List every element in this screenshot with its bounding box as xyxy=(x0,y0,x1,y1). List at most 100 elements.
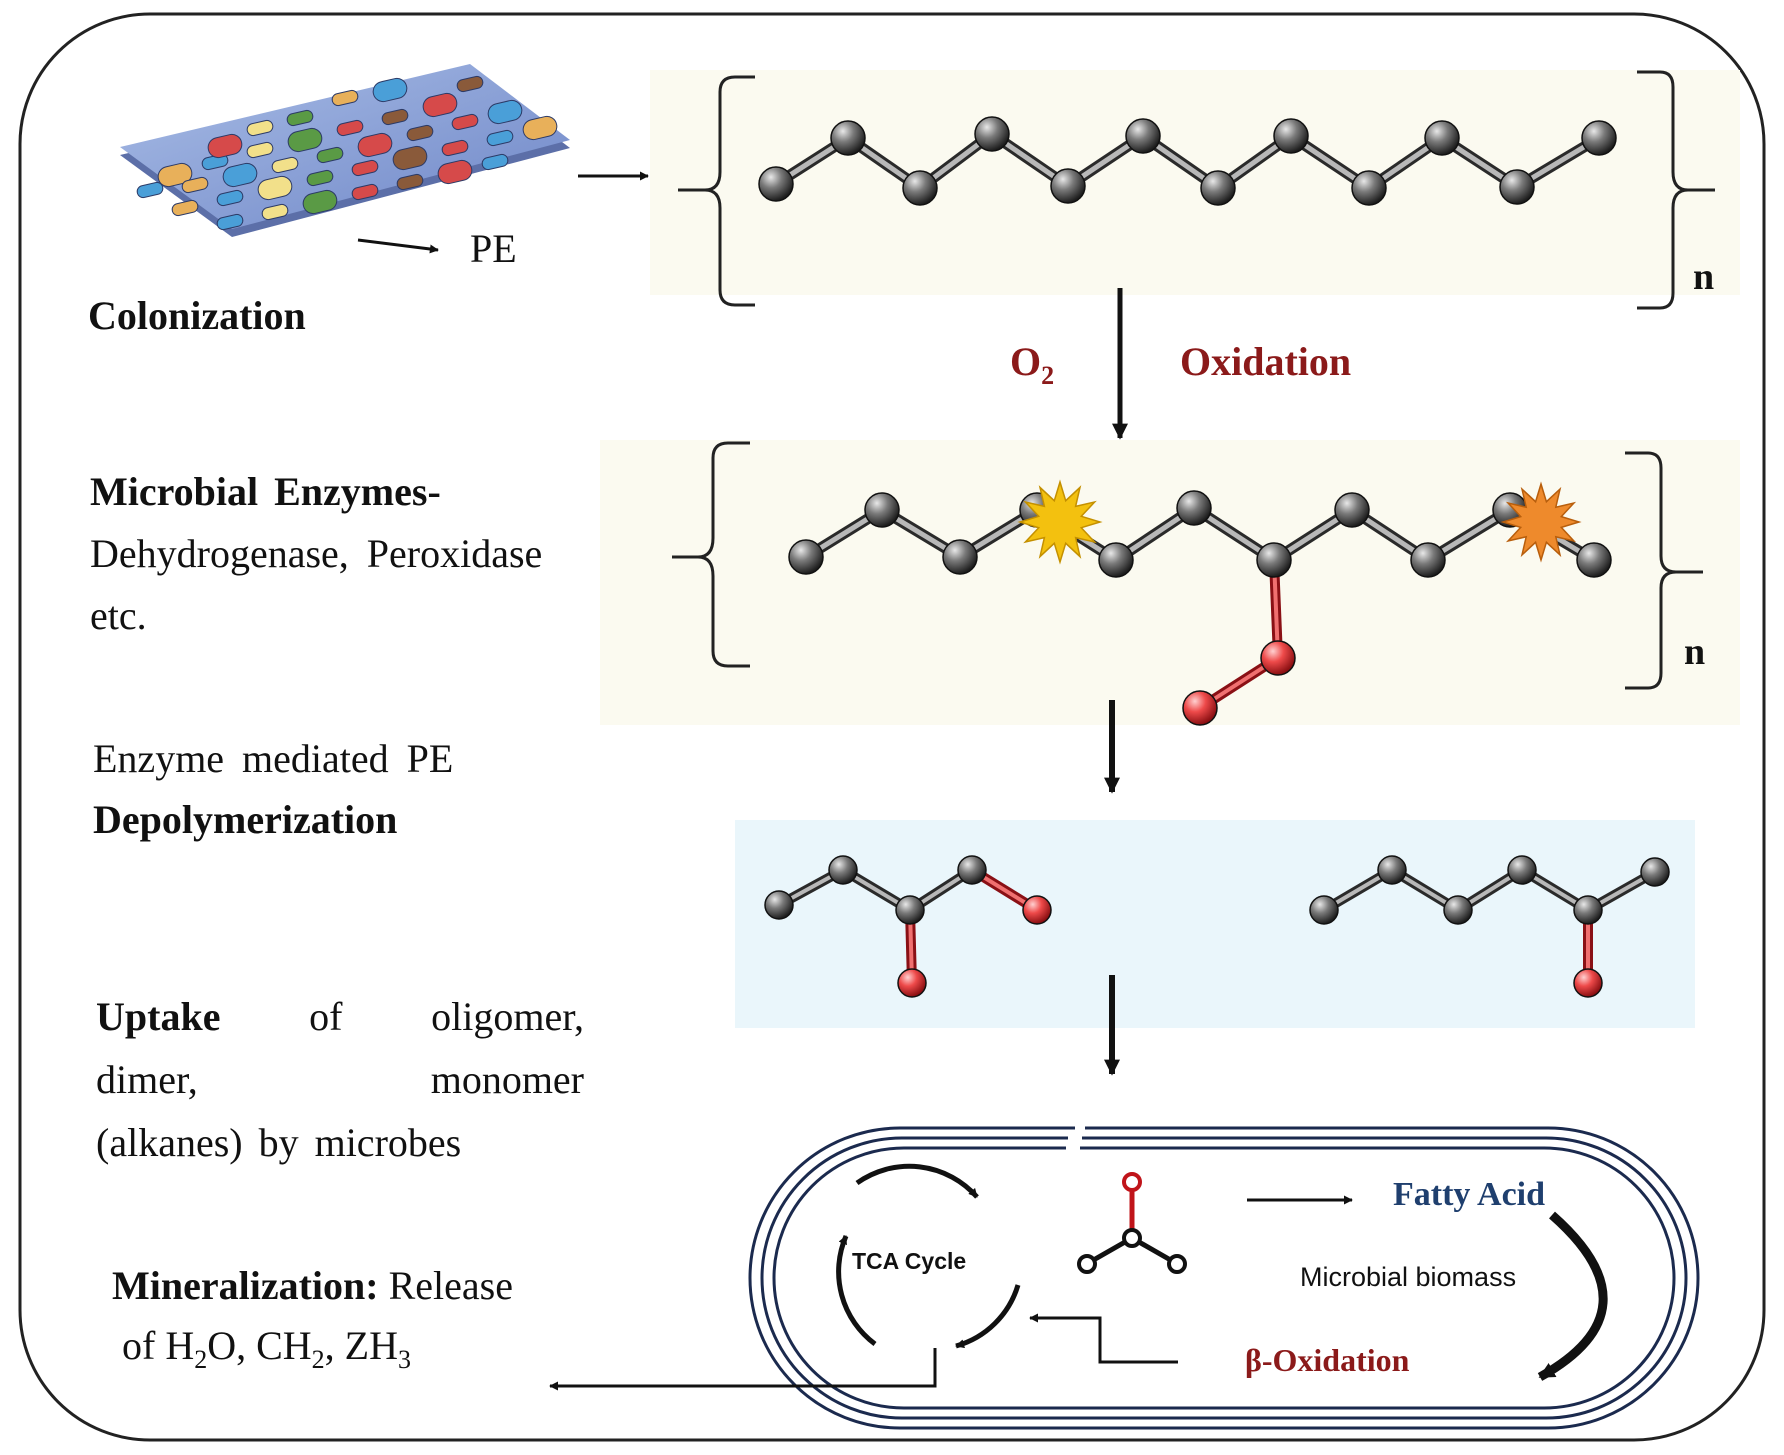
carbon-atom xyxy=(1200,170,1236,206)
depolymerization-title: Depolymerization xyxy=(93,797,398,842)
chain-1-repeat-n: n xyxy=(1693,256,1715,298)
microbe-cell-shape xyxy=(261,203,289,221)
microbial-cell xyxy=(748,1126,1700,1430)
carbon-atom xyxy=(895,895,925,925)
products-text-2: O, CH xyxy=(207,1323,312,1368)
microbe-cell-shape xyxy=(486,129,514,147)
carbon-atom xyxy=(1125,118,1161,154)
tca-cycle-label: TCA Cycle xyxy=(852,1248,967,1274)
microbe-cell-shape xyxy=(287,127,323,153)
carbon-atom xyxy=(1640,857,1670,887)
mineralization-bold: Mineralization: xyxy=(112,1263,379,1308)
carbon-atom xyxy=(1273,118,1309,154)
mineralization-line1: Mineralization: Release xyxy=(112,1262,513,1309)
carbon-atom xyxy=(1377,855,1407,885)
carbon-atom xyxy=(1077,1254,1097,1274)
carbon-atom xyxy=(1256,542,1292,578)
biomass-curved-arrow xyxy=(1537,1211,1608,1381)
carbon-atom xyxy=(1581,120,1617,156)
tca-cycle-arrows xyxy=(836,1163,1021,1349)
carbon-atom xyxy=(902,170,938,206)
microbe-cell-shape xyxy=(306,169,334,187)
carbon-atom xyxy=(830,120,866,156)
carbon-atom xyxy=(1167,1254,1187,1274)
chain-1-brackets xyxy=(678,70,1715,310)
colonization-title: Colonization xyxy=(88,293,306,338)
microbe-cell-shape xyxy=(406,124,434,142)
carbon-atom xyxy=(788,539,824,575)
oxygen-atom xyxy=(1122,1172,1142,1192)
microbe-cell-shape xyxy=(271,156,299,174)
uptake-line2: dimer, monomer xyxy=(96,1057,584,1102)
microbe-cell-shape xyxy=(441,139,469,157)
pe-fragments xyxy=(764,855,1670,998)
microbe-cell-shape xyxy=(422,92,458,118)
microbe-cell-shape xyxy=(257,175,293,201)
microbe-cell-shape xyxy=(481,153,509,171)
carbon-atom xyxy=(974,116,1010,152)
oxygen-atom xyxy=(897,968,927,998)
carbon-atom xyxy=(1351,170,1387,206)
microbe-cell-shape xyxy=(351,183,379,201)
carbon-atom xyxy=(1573,895,1603,925)
microbe-cell-shape xyxy=(372,77,408,103)
fatty-acid-label: Fatty Acid xyxy=(1393,1176,1546,1213)
carbon-atom xyxy=(1443,895,1473,925)
mineralization-release: Release xyxy=(388,1263,513,1308)
enzymes-title: Microbial Enzymes- xyxy=(90,469,441,514)
microbe-cell-shape xyxy=(216,213,244,231)
beta-oxidation-label: β-Oxidation xyxy=(1245,1342,1410,1378)
microbial-biomass-label: Microbial biomass xyxy=(1300,1262,1517,1292)
microbe-cell-shape xyxy=(157,162,193,188)
chain-2-brackets xyxy=(672,441,1703,690)
carbon-atom xyxy=(1098,542,1134,578)
o2-symbol: O xyxy=(1010,339,1042,384)
outer-frame xyxy=(18,12,1766,1442)
microbe-cell-shape xyxy=(171,199,199,217)
microbe-cell-shape xyxy=(222,162,258,188)
fatty-acid-molecule xyxy=(1077,1172,1187,1274)
microbe-cell-shape xyxy=(136,181,164,199)
carbon-atom xyxy=(1576,542,1612,578)
products-text-1: of H xyxy=(122,1323,195,1368)
products-sub-3: 3 xyxy=(398,1345,411,1374)
chain-band-1 xyxy=(650,70,1740,295)
microbe-cell-shape xyxy=(357,132,393,158)
microbe-cell-shape xyxy=(302,189,338,215)
products-sub-1: 2 xyxy=(194,1345,208,1374)
mineralization-products: of H2O, CH2, ZH3 xyxy=(122,1322,411,1375)
oxygen-atom xyxy=(1182,690,1218,726)
carbon-atom xyxy=(1507,855,1537,885)
beta-to-tca-arrow xyxy=(1029,1313,1178,1364)
carbon-atom xyxy=(1122,1228,1142,1248)
carbon-atom xyxy=(1050,168,1086,204)
uptake-line1: Uptake of oligomer, xyxy=(96,993,584,1040)
microbe-cell-shape xyxy=(451,113,479,131)
release-arrow xyxy=(549,1348,937,1391)
carbon-atom xyxy=(1424,120,1460,156)
pe-film-illustration xyxy=(120,64,570,237)
microbe-cell-shape xyxy=(316,146,344,164)
microbe-cell-shape xyxy=(246,141,274,159)
o2-subscript: 2 xyxy=(1041,361,1055,390)
microbe-cell-shape xyxy=(487,99,523,125)
microbe-cell-shape xyxy=(437,159,473,185)
fragments-band xyxy=(735,820,1695,1028)
enzymes-etc: etc. xyxy=(90,593,147,638)
uptake-line1-rest: of oligomer, xyxy=(309,994,584,1039)
microbe-cell-shape xyxy=(216,189,244,207)
carbon-atom xyxy=(1309,895,1339,925)
microbe-cell-shape xyxy=(456,75,484,93)
oxidation-label: Oxidation xyxy=(1180,339,1352,384)
oxidized-pe-chain xyxy=(788,490,1612,726)
products-text-3: , ZH xyxy=(324,1323,398,1368)
carbon-atom xyxy=(758,166,794,202)
uptake-line3: (alkanes) by microbes xyxy=(96,1120,462,1165)
microbe-cell-shape xyxy=(246,119,274,137)
pe-label: PE xyxy=(470,226,517,271)
microbe-cell-shape xyxy=(351,159,379,177)
products-sub-2: 2 xyxy=(311,1345,325,1374)
carbon-atom xyxy=(764,890,794,920)
oxygen-atom xyxy=(1022,895,1052,925)
